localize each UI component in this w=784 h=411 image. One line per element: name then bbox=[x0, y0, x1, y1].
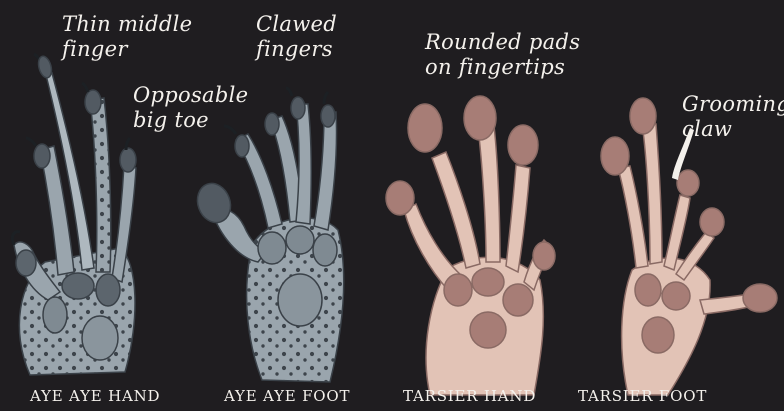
tarsier-hand-illustration bbox=[386, 96, 555, 395]
caption-aye-aye-foot: AYE AYE FOOT bbox=[224, 387, 350, 405]
label-thin-middle-finger: Thin middle finger bbox=[62, 12, 192, 62]
label-thin-middle-finger-line1: Thin middle bbox=[62, 12, 192, 37]
aye-aye-hand-illustration bbox=[12, 54, 136, 375]
label-clawed-fingers-line1: Clawed bbox=[256, 12, 337, 37]
label-rounded-pads-line1: Rounded pads bbox=[425, 30, 580, 55]
label-clawed-fingers-line2: fingers bbox=[256, 37, 337, 62]
label-rounded-pads-line2: on fingertips bbox=[425, 55, 580, 80]
label-grooming-claw-line2: claw bbox=[682, 117, 784, 142]
label-clawed-fingers: Clawed fingers bbox=[256, 12, 337, 62]
label-opposable-big-toe-line1: Opposable bbox=[133, 83, 248, 108]
label-thin-middle-finger-line2: finger bbox=[62, 37, 192, 62]
label-grooming-claw: Grooming claw bbox=[682, 92, 784, 142]
label-opposable-big-toe: Opposable big toe bbox=[133, 83, 248, 133]
caption-tarsier-hand: TARSIER HAND bbox=[403, 387, 536, 405]
caption-aye-aye-hand: AYE AYE HAND bbox=[30, 387, 160, 405]
label-grooming-claw-line1: Grooming bbox=[682, 92, 784, 117]
label-opposable-big-toe-line2: big toe bbox=[133, 108, 248, 133]
label-rounded-pads: Rounded pads on fingertips bbox=[425, 30, 580, 80]
caption-tarsier-foot: TARSIER FOOT bbox=[578, 387, 707, 405]
